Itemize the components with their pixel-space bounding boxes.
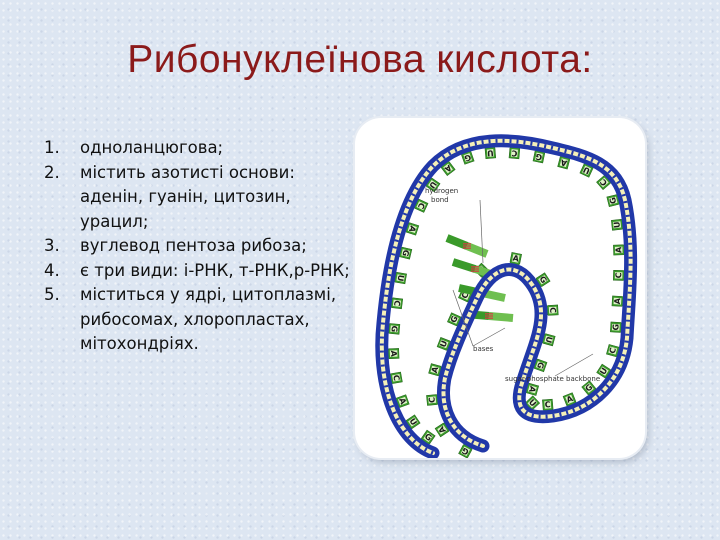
list-text: є три види: і-РНК, т-РНК,р-РНК;: [80, 260, 350, 280]
base-letter: U: [582, 165, 592, 176]
base-letter: G: [463, 152, 472, 163]
base-letter: A: [407, 224, 418, 233]
base-letter: G: [423, 432, 434, 443]
base-tab: U: [436, 337, 453, 351]
base-letter: U: [407, 417, 418, 427]
slide-title: Рибонуклеїнова кислота:: [127, 38, 593, 81]
rna-diagram: GUACAGCUGACUAGUCGAUCGUACAGCUGACUAGUCGAUC…: [355, 118, 645, 458]
base-letter: U: [612, 221, 622, 228]
list-number: 4.: [44, 260, 60, 280]
base-letter: G: [460, 446, 470, 457]
base-tab: U: [540, 333, 556, 347]
base-letter: G: [389, 325, 399, 332]
list-text: міститься у ядрі, цитоплазмі, рибосомах,…: [80, 285, 337, 353]
base-letter: C: [608, 346, 618, 354]
base-tab: G: [581, 380, 597, 396]
base-tab: A: [440, 161, 456, 176]
base-letter: C: [392, 300, 402, 307]
base-tab: G: [447, 312, 463, 327]
base-letter: A: [430, 365, 441, 374]
hydrogen-pointer: [479, 199, 484, 264]
hydrogen-label: hydrogen: [425, 187, 458, 195]
base-letter: G: [584, 382, 595, 393]
base-letter: A: [512, 253, 521, 263]
base-letter: G: [537, 275, 548, 285]
base-tab: A: [509, 252, 522, 268]
list-item: 3. вуглевод пентоза рибоза;: [44, 234, 354, 259]
base-letter: U: [396, 274, 406, 282]
list-text: вуглевод пентоза рибоза;: [80, 236, 307, 255]
backbone-pointer: [554, 353, 594, 377]
base-letter: U: [598, 366, 609, 376]
base-letter: C: [511, 148, 518, 157]
base-letter: A: [565, 394, 575, 405]
backbone-label: sugar-phosphate backbone: [505, 375, 600, 383]
base-tab: A: [384, 348, 400, 360]
base-tab: U: [484, 144, 497, 159]
base-letter: A: [614, 246, 623, 253]
bases-label: bases: [473, 345, 494, 353]
base-pair: [445, 234, 489, 258]
base-letter: A: [389, 350, 398, 357]
base-tab: G: [458, 443, 473, 458]
properties-list: 1. одноланцюгова; 2. містить азотисті осно…: [44, 136, 354, 357]
base-letter: U: [427, 180, 438, 190]
base-letter: G: [449, 315, 460, 325]
base-letter: G: [608, 196, 618, 205]
base-tab: C: [596, 175, 611, 191]
bases-layer: GUACAGCUGACUAGUCGAUCGUACAGCUGACUAGUCGAUC…: [384, 144, 628, 458]
base-letter: A: [527, 385, 538, 394]
list-number: 5.: [44, 285, 60, 304]
bases-pointer-2: [472, 327, 506, 347]
list-text: одноланцюгова;: [80, 138, 224, 157]
list-item: 5. міститься у ядрі, цитоплазмі, рибосома…: [44, 283, 354, 357]
base-letter: G: [535, 152, 543, 162]
base-letter: C: [427, 396, 437, 403]
base-letter: C: [544, 400, 551, 409]
base-letter: U: [487, 148, 494, 158]
rna-diagram-svg: GUACAGCUGACUAGUCGAUCGUACAGCUGACUAGUCGAUC…: [375, 134, 638, 458]
base-letter: A: [436, 424, 447, 435]
base-letter: G: [535, 361, 546, 370]
base-letter: A: [442, 163, 453, 174]
label-pointers: [452, 199, 594, 377]
base-letter: C: [416, 201, 427, 210]
base-letter: U: [438, 339, 449, 348]
base-letter: C: [391, 374, 401, 381]
base-letter: A: [397, 397, 408, 407]
list-number: 3.: [44, 236, 60, 255]
base-tab: G: [396, 246, 413, 260]
base-letter: U: [527, 398, 538, 409]
base-letter: C: [548, 307, 557, 314]
base-letter: A: [559, 157, 568, 167]
base-letter: C: [598, 177, 609, 187]
base-tab: C: [543, 304, 559, 316]
list-text: містить азотисті основи: аденін, гуанін,…: [80, 162, 295, 231]
base-letter: U: [544, 335, 554, 344]
list-number: 1.: [44, 138, 60, 157]
base-letter: A: [613, 297, 622, 305]
list-item: 2. містить азотисті основи: аденін, гуані…: [44, 161, 354, 235]
list-number: 2.: [44, 162, 60, 182]
base-letter: C: [460, 291, 471, 300]
backbone-layer: [375, 134, 638, 458]
bond-label: bond: [431, 196, 449, 204]
backbone-core: [379, 138, 633, 455]
list-item: 1. одноланцюгова;: [44, 136, 354, 161]
base-letter: C: [614, 272, 623, 278]
bases-pointer-1: [452, 289, 474, 347]
base-letter: G: [400, 249, 410, 257]
base-letter: G: [611, 324, 620, 331]
list-item: 4. є три види: і-РНК, т-РНК,р-РНК;: [44, 259, 354, 284]
